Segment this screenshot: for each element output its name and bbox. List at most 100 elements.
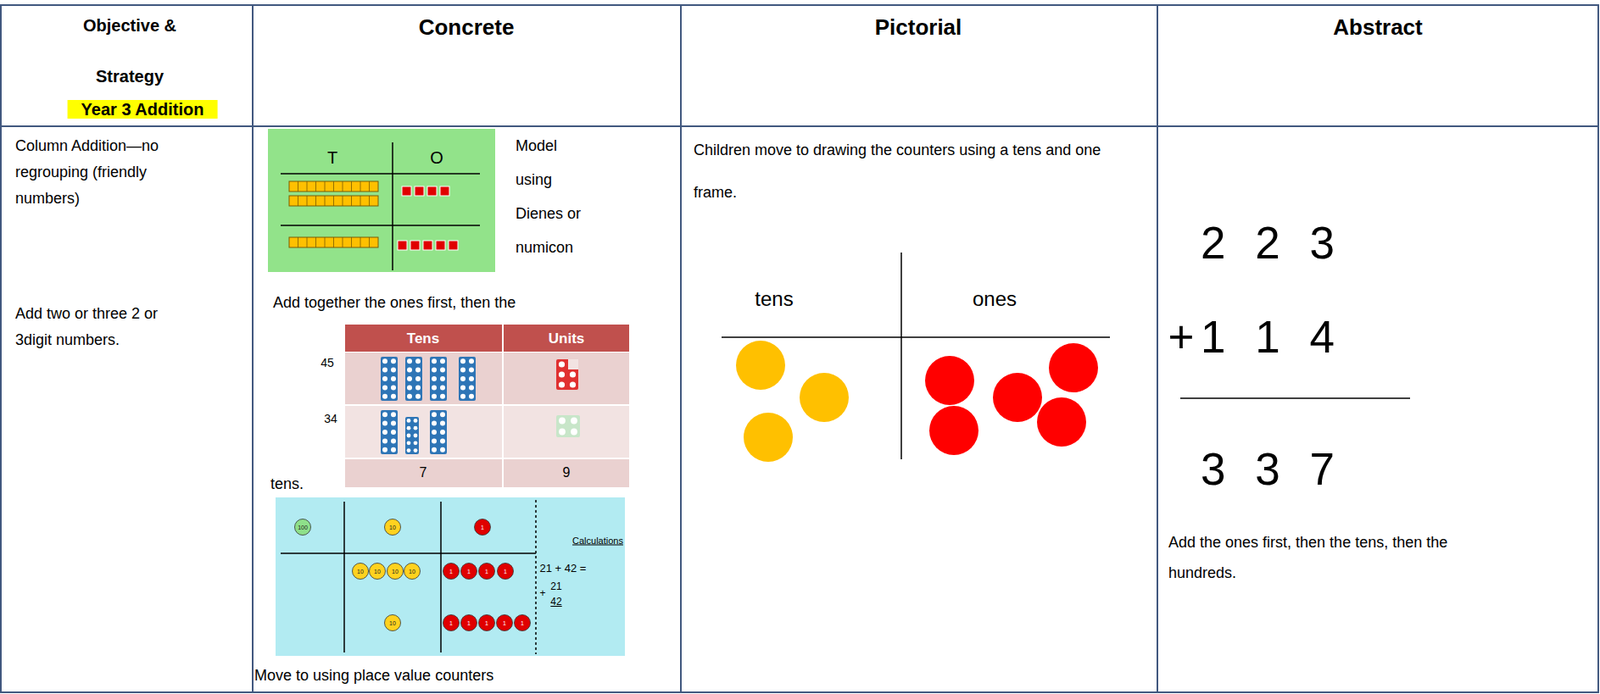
numicon-hole [558,371,565,378]
rod-mark [351,181,352,192]
rod-mark [315,195,317,207]
numicon-five [556,359,579,391]
place-value-counter [387,563,404,580]
place-value-counter [497,563,514,580]
numicon-hole [431,447,437,453]
numicon-hole [460,384,466,391]
counter-value: 1 [485,620,489,627]
place-value-counter [474,519,491,536]
counter-value: 10 [391,568,399,575]
objective-text: Add two or three 2 or 3digit numbers. [15,301,185,354]
counter-value: 1 [480,524,485,531]
rod-mark [333,181,335,192]
place-value-counter [479,563,496,580]
numicon-hole [406,434,412,439]
place-value-counters [295,519,531,632]
numicon-hole [440,421,446,427]
ones-counter [925,356,975,406]
counter-value: 10 [408,568,416,575]
numicon-hole [440,384,446,391]
numicon-ten [429,356,447,402]
ones-cube [410,240,420,251]
rod-mark [368,181,370,192]
column-line [680,5,682,693]
numicon-hole [468,367,474,374]
counter-value: 1 [449,568,453,575]
numicon-hole [382,358,388,364]
column-header: Concrete [418,16,515,39]
dienes-board [267,128,496,273]
numicon-hole [406,418,412,424]
column-header: Abstract [1332,16,1422,39]
numicon-pieces [380,356,580,455]
numicon-hole [382,447,388,453]
numicon-hole [440,447,446,453]
place-value-counter [384,519,402,536]
numicon-hole [431,358,437,364]
addend: 21 [550,581,562,592]
place-value-counter [404,563,421,580]
numicon-ten [405,417,419,455]
numicon-hole [413,418,419,424]
numicon-hole [413,426,419,431]
rod-mark [297,237,299,248]
grid-line [391,142,394,271]
rod-mark [324,237,326,248]
table-grid [0,5,1599,693]
grid-line [343,501,346,653]
place-value-counter [369,563,386,580]
numicon-ten [380,410,398,455]
table-header: Tens [406,331,440,346]
counter-value: 1 [503,568,508,575]
row-number: 34 [323,412,338,425]
place-value-counter [443,615,460,632]
numicon-hole [406,358,413,364]
numicon-hole [382,412,388,418]
place-value-counter [514,615,531,632]
rod-mark [315,181,317,192]
numicon-hole [390,384,396,391]
numicon-hole [431,376,437,382]
numicon-ten [380,356,398,402]
row-number: 45 [320,356,335,369]
numicon-hole [440,358,446,364]
numicon-hole [406,384,413,391]
numicon-hole [415,394,421,400]
counter-value: 10 [389,524,396,531]
frame-line [900,252,903,460]
table-header-band [345,324,630,352]
sum-digits: 2 2 3 [1200,220,1335,266]
place-value-counter [461,563,478,580]
dashed-divider [535,500,537,655]
numicon-hole [382,394,388,400]
numicon-hole [415,384,421,391]
instruction-text: tens. [270,475,304,494]
numicon-ten [458,356,476,402]
column-letter: T [327,149,338,167]
numicon-hole [390,447,396,453]
numicon-hole [415,358,421,364]
counter-value: 1 [467,620,471,627]
table-header: Units [548,331,586,346]
answer-line [1180,397,1411,400]
numicon-ten [405,356,423,402]
tens-rod [289,237,379,248]
ones-cube [397,240,407,251]
grid-line [440,501,442,653]
rod-mark [342,237,344,248]
rod-mark [306,181,308,192]
numicon-hole [558,429,566,436]
numicon-hole [431,394,437,400]
counter-value: 1 [467,568,471,575]
numicon-hole [440,367,446,374]
numicon-hole [440,376,446,382]
numicon-hole [390,438,396,444]
place-value-counter [496,615,513,632]
numicon-hole [440,438,446,444]
table-row [345,352,630,405]
frame-heading: ones [972,289,1017,310]
numicon-hole [390,412,396,418]
rod-mark [297,195,299,207]
numicon-hole [406,426,412,431]
